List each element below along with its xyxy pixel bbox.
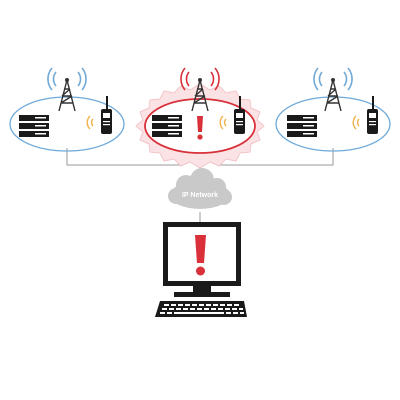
exclamation-icon xyxy=(195,235,206,276)
site-center xyxy=(135,67,265,169)
radio-tower-icon xyxy=(47,67,87,112)
handheld-radio-icon xyxy=(219,96,245,134)
site-right xyxy=(275,67,391,152)
server-rack-icon xyxy=(287,115,317,137)
radio-tower-icon xyxy=(180,67,220,112)
server-rack-icon xyxy=(152,115,182,137)
cloud-icon xyxy=(168,168,232,209)
server-rack-icon xyxy=(19,115,49,137)
site-right-boundary xyxy=(275,96,391,152)
site-left-boundary xyxy=(9,96,125,152)
ip-network-cloud: IP Network xyxy=(168,168,232,209)
keyboard-icon xyxy=(155,301,247,317)
monitoring-workstation xyxy=(155,222,247,317)
link-right-site xyxy=(220,148,334,166)
site-left xyxy=(9,67,125,152)
link-left-site xyxy=(66,148,180,166)
cloud-label: IP Network xyxy=(182,192,218,199)
handheld-radio-icon xyxy=(86,96,112,134)
exclamation-icon xyxy=(197,116,203,140)
radio-tower-icon xyxy=(313,67,353,112)
handheld-radio-icon xyxy=(352,96,378,134)
